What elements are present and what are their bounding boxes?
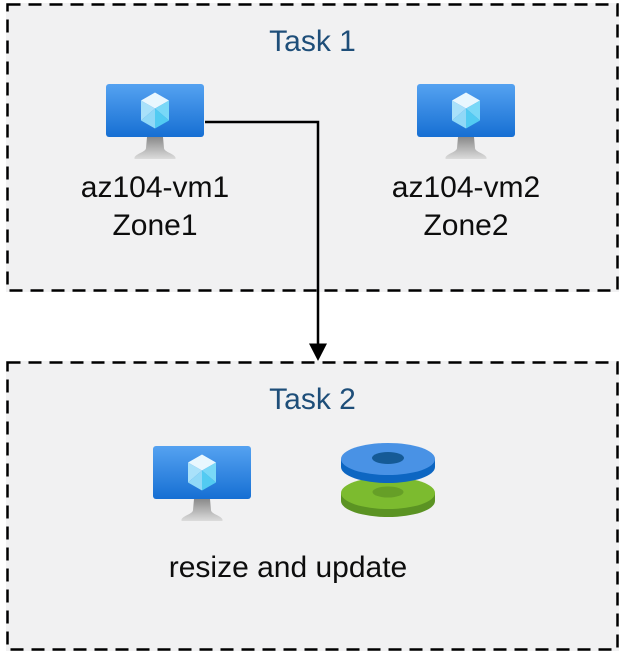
vm1-label: az104-vm1 Zone1: [55, 169, 255, 245]
disks-icon: [336, 441, 440, 519]
vm1-group: az104-vm1 Zone1: [55, 83, 255, 245]
arrowhead-icon: [309, 343, 327, 361]
task1-title: Task 1: [269, 25, 356, 58]
virtual-machine-icon: [105, 83, 205, 163]
vm2-label: az104-vm2 Zone2: [366, 169, 566, 245]
task2-title: Task 2: [269, 383, 356, 416]
vm2-name: az104-vm2: [391, 171, 541, 204]
vm1-zone: Zone1: [112, 209, 198, 242]
vm1-name: az104-vm1: [80, 171, 230, 204]
task2-dashed-border: [6, 361, 619, 651]
virtual-machine-icon: [416, 83, 516, 163]
task1-box: Task 1 az104-vm1 Zone1 az104-vm2 Zone2: [6, 3, 619, 292]
vm2-zone: Zone2: [423, 209, 509, 242]
vm2-group: az104-vm2 Zone2: [366, 83, 566, 245]
task2-box: Task 2 resize and update: [6, 361, 619, 651]
task2-caption: resize and update: [168, 551, 408, 584]
virtual-machine-icon: [152, 445, 252, 525]
